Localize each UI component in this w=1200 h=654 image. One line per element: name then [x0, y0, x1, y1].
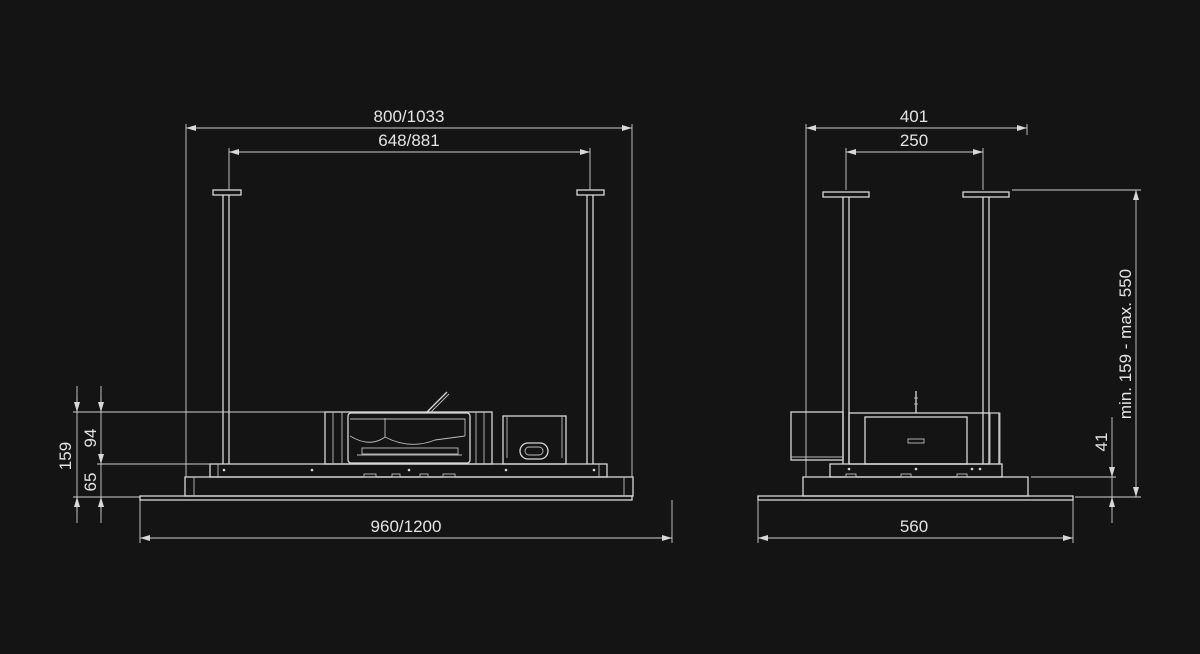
dimension-panel-width: 960/1200: [139, 500, 673, 543]
side-view: 401 250: [757, 107, 1141, 543]
dimension-frame-height: 41: [1031, 417, 1116, 523]
front-view: 800/1033 648/881: [56, 107, 673, 543]
dimension-label: min. 159 - max. 550: [1116, 269, 1135, 419]
dimension-heights: 159 94 65: [56, 386, 325, 523]
dimension-label: 800/1033: [374, 107, 445, 126]
dimension-label: 960/1200: [371, 517, 442, 536]
dimension-label: 65: [81, 473, 100, 492]
dimension-label: 94: [81, 429, 100, 448]
dimension-overall-depth: 401: [805, 107, 1028, 477]
dimension-suspension-range: min. 159 - max. 550: [1012, 189, 1141, 498]
suspension-rods-side: [822, 191, 1010, 464]
dimension-panel-depth: 560: [757, 500, 1074, 543]
dimension-overall-width: 800/1033: [185, 107, 633, 477]
dimension-label: 41: [1092, 433, 1111, 452]
dimension-label: 159: [56, 442, 75, 470]
dimension-rod-spacing-side: 250: [845, 131, 984, 190]
dimension-label: 648/881: [378, 131, 439, 150]
dimension-label: 250: [900, 131, 928, 150]
hood-unit-front: [139, 391, 634, 501]
suspension-rods: [212, 189, 605, 464]
dimension-label: 401: [900, 107, 928, 126]
hood-unit-side: [757, 391, 1074, 501]
dimension-rod-spacing: 648/881: [228, 131, 591, 190]
dimension-label: 560: [900, 517, 928, 536]
